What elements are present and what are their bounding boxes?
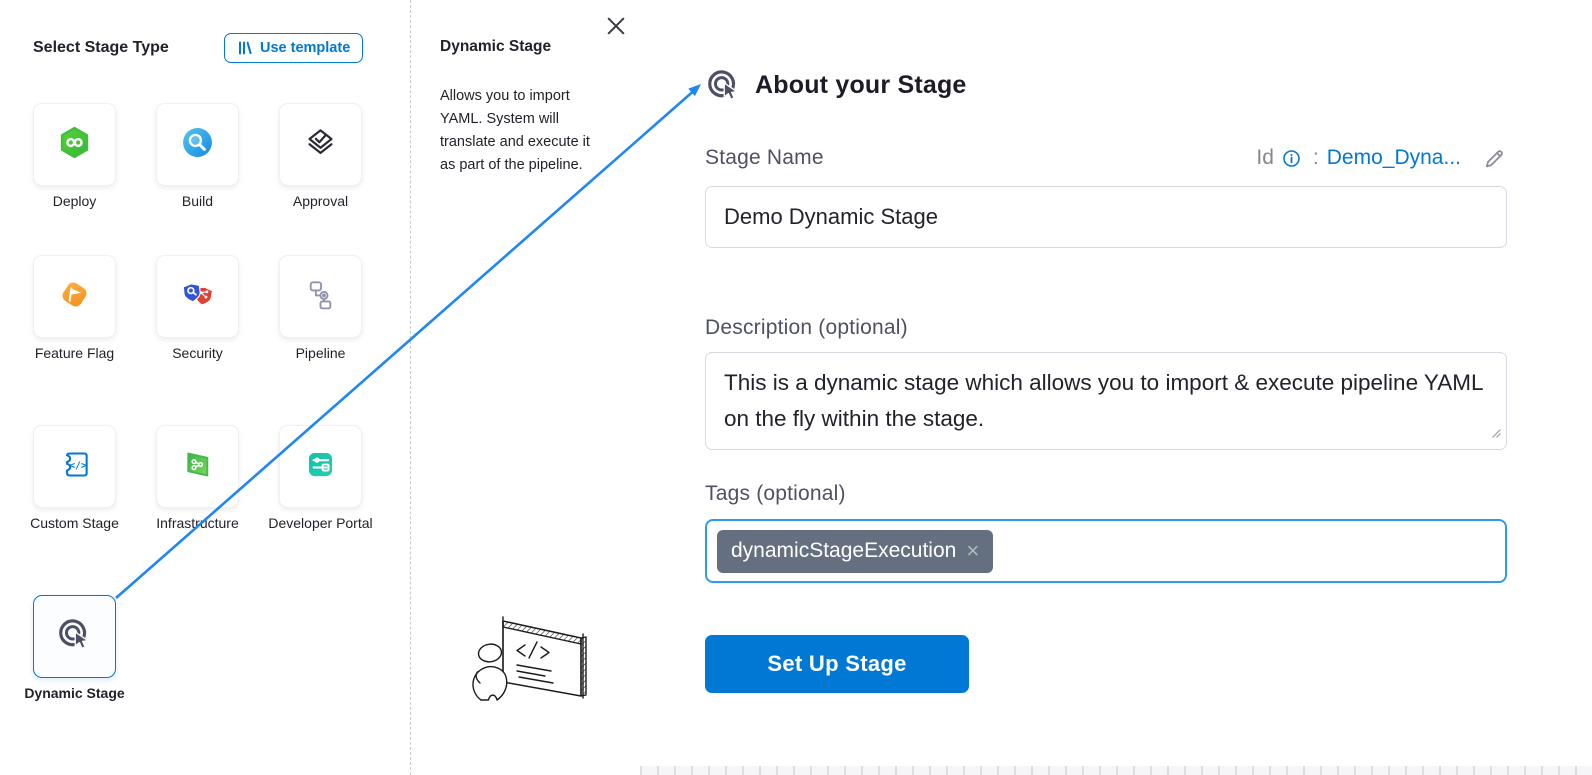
build-icon [179,124,216,166]
stage-label: Dynamic Stage [24,685,125,701]
stage-card-approval[interactable]: Approval [279,103,362,209]
form-title: About your Stage [755,70,967,99]
infrastructure-icon [179,446,216,488]
info-panel-title: Dynamic Stage [440,38,552,55]
stage-card-deploy[interactable]: Deploy [33,103,116,209]
stage-card-developer-portal[interactable]: Developer Portal [268,425,373,531]
dynamic-stage-icon [56,615,94,658]
stage-card-feature-flag[interactable]: Feature Flag [33,255,116,361]
resize-grip-icon[interactable] [1491,426,1502,444]
stage-card-dynamic-stage[interactable]: Dynamic Stage [24,595,125,701]
security-icon [179,276,216,318]
feature-flag-icon [56,276,93,318]
description-field-wrap: This is a dynamic stage which allows you… [705,352,1507,450]
select-stage-type-panel: Select Stage Type Use template Deploy Bu… [0,0,410,775]
stage-card-custom-stage[interactable]: </> Custom Stage [30,425,119,531]
pipeline-canvas-edge [640,766,1592,775]
whiteboard-presenter-illustration [459,603,591,726]
stage-card-build[interactable]: Build [156,103,239,209]
custom-stage-icon: </> [56,446,93,488]
stage-name-input[interactable] [705,186,1507,248]
set-up-stage-button[interactable]: Set Up Stage [705,635,969,693]
stage-name-label: Stage Name [705,146,824,169]
dynamic-stage-icon [705,66,743,104]
tags-input[interactable]: dynamicStageExecution × [705,519,1507,583]
tags-label: Tags (optional) [705,482,846,505]
use-template-button[interactable]: Use template [224,33,364,63]
stage-label: Security [172,345,223,361]
description-label: Description (optional) [705,316,908,339]
pipeline-icon [302,276,339,318]
svg-text:</>: </> [69,460,87,471]
stage-label: Approval [292,193,349,209]
tag-remove-icon[interactable]: × [966,538,980,563]
tag-chip-text: dynamicStageExecution [731,539,957,562]
stage-label: Developer Portal [268,515,373,531]
template-library-icon [237,40,253,56]
close-icon[interactable] [607,17,625,35]
stage-card-security[interactable]: Security [156,255,239,361]
pencil-icon[interactable] [1483,146,1507,170]
stage-label: Pipeline [295,345,346,361]
stage-label: Build [181,193,214,209]
id-colon: : [1312,146,1319,169]
id-label: Id [1256,146,1274,169]
stage-label: Infrastructure [156,515,239,531]
developer-portal-icon [302,446,339,488]
description-textarea[interactable]: This is a dynamic stage which allows you… [705,352,1507,450]
approval-icon [302,124,339,166]
stage-card-pipeline[interactable]: Pipeline [279,255,362,361]
form-header: About your Stage [705,66,967,104]
deploy-icon [56,124,93,166]
stage-label: Deploy [52,193,97,209]
stage-label: Feature Flag [34,345,115,361]
stage-info-panel: Dynamic Stage Allows you to import YAML.… [411,0,641,775]
tag-chip: dynamicStageExecution × [717,529,994,573]
panel-title: Select Stage Type [33,39,169,56]
stage-id-value[interactable]: Demo_Dyna... [1326,146,1461,169]
info-icon[interactable] [1282,149,1301,168]
stage-name-row: Stage Name Id : Demo_Dyna... [705,146,1507,170]
use-template-label: Use template [260,40,351,56]
stage-id-group: Id : Demo_Dyna... [1256,146,1507,170]
stage-card-infrastructure[interactable]: Infrastructure [156,425,239,531]
stage-label: Custom Stage [30,515,119,531]
info-panel-description: Allows you to import YAML. System will t… [440,88,590,173]
